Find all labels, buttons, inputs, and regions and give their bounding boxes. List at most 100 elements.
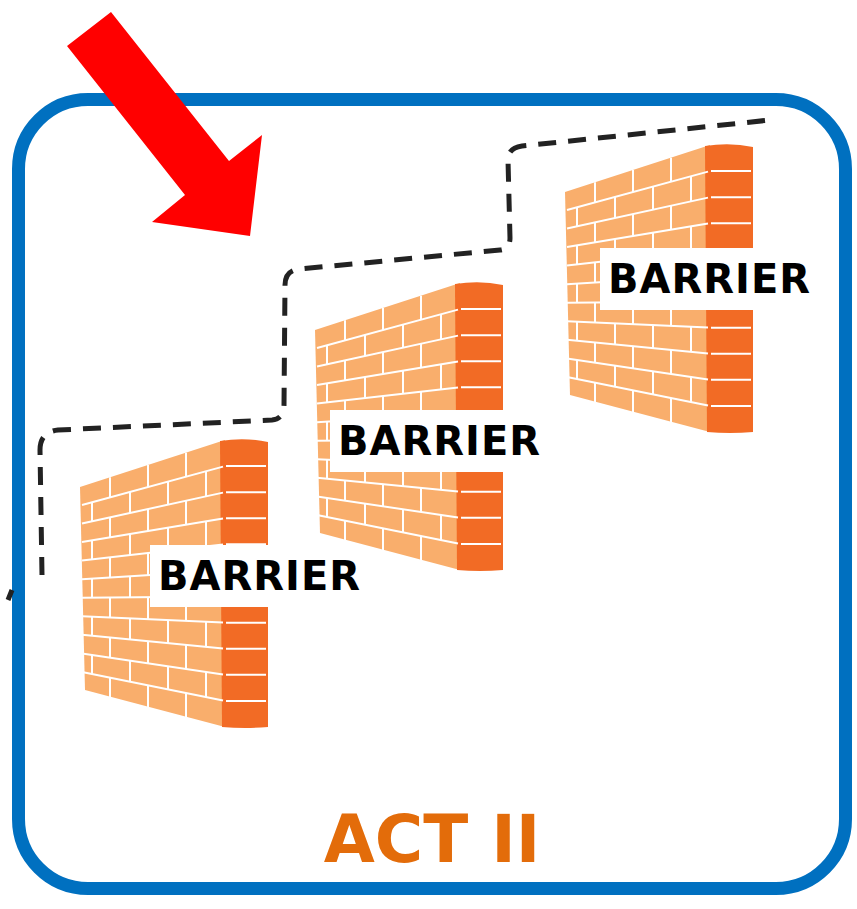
mortar-line <box>711 170 751 172</box>
mortar-joint <box>91 617 93 636</box>
mortar-joint <box>614 366 616 387</box>
mortar-line <box>567 198 708 229</box>
mortar-joint <box>614 197 616 218</box>
mortar-line <box>82 635 223 649</box>
mortar-line <box>226 648 266 650</box>
mortar-line <box>461 517 501 519</box>
mortar-joint <box>652 371 654 394</box>
mortar-joint <box>632 214 634 236</box>
mortar-joint <box>420 344 422 368</box>
mortar-line <box>567 340 708 354</box>
mortar-line <box>461 386 501 388</box>
mortar-line <box>226 700 266 702</box>
mortar-joint <box>576 360 578 379</box>
mortar-line <box>82 493 223 524</box>
mortar-line <box>226 674 266 676</box>
mortar-line <box>82 653 223 674</box>
mortar-line <box>461 491 501 493</box>
mortar-joint <box>364 335 366 356</box>
barrier-wall: BARRIER <box>565 145 857 435</box>
mortar-line <box>461 308 501 310</box>
act-title: ACT II <box>25 802 839 878</box>
mortar-joint <box>129 576 131 597</box>
mortar-line <box>567 358 708 379</box>
mortar-line <box>317 336 458 367</box>
mortar-line <box>711 327 751 329</box>
mortar-joint <box>440 364 442 389</box>
mortar-joint <box>109 517 111 537</box>
mortar-joint <box>594 182 596 202</box>
mortar-joint <box>420 488 422 512</box>
mortar-joint <box>326 383 328 402</box>
barrier-label: BARRIER <box>330 410 549 472</box>
mortar-joint <box>402 325 404 348</box>
mortar-joint <box>344 360 346 380</box>
mortar-joint <box>91 540 93 559</box>
mortar-joint <box>632 346 634 368</box>
mortar-joint <box>594 302 596 322</box>
mortar-joint <box>344 320 346 340</box>
mortar-joint <box>185 501 187 525</box>
mortar-joint <box>129 661 131 682</box>
mortar-line <box>567 321 708 327</box>
mortar-joint <box>576 207 578 226</box>
mortar-joint <box>129 492 131 513</box>
mortar-line <box>461 334 501 336</box>
mortar-line <box>226 517 266 519</box>
mortar-joint <box>382 352 384 374</box>
mortar-joint <box>576 322 578 341</box>
mortar-joint <box>109 557 111 577</box>
mortar-line <box>317 310 458 348</box>
mortar-joint <box>326 460 328 479</box>
mortar-joint <box>109 477 111 497</box>
mortar-joint <box>440 515 442 540</box>
mortar-joint <box>147 641 149 663</box>
mortar-joint <box>670 398 672 422</box>
mortar-line <box>567 224 708 247</box>
mortar-line <box>226 465 266 467</box>
mortar-joint <box>614 323 616 344</box>
mortar-joint <box>364 377 366 398</box>
mortar-joint <box>167 620 169 643</box>
mortar-joint <box>594 343 596 363</box>
mortar-line <box>711 196 751 198</box>
mortar-joint <box>167 666 169 689</box>
mortar-line <box>226 622 266 624</box>
red-arrow <box>67 12 262 236</box>
mortar-joint <box>652 325 654 348</box>
mortar-joint <box>205 521 207 546</box>
mortar-joint <box>670 350 672 374</box>
mortar-line <box>317 478 458 492</box>
mortar-joint <box>91 655 93 674</box>
mortar-line <box>461 543 501 545</box>
mortar-joint <box>109 678 111 698</box>
mortar-joint <box>594 222 596 242</box>
mortar-joint <box>147 509 149 531</box>
mortar-joint <box>670 158 672 182</box>
mortar-joint <box>402 371 404 394</box>
mortar-joint <box>147 597 149 619</box>
mortar-line <box>317 496 458 517</box>
mortar-joint <box>147 465 149 487</box>
mortar-joint <box>91 579 93 598</box>
mortar-line <box>711 222 751 224</box>
act-frame: ACT IIBARRIERBARRIERBARRIER <box>12 93 852 895</box>
mortar-joint <box>185 453 187 477</box>
mortar-line <box>317 388 458 404</box>
mortar-joint <box>440 314 442 339</box>
mortar-joint <box>576 245 578 264</box>
mortar-joint <box>344 521 346 541</box>
mortar-joint <box>205 672 207 697</box>
mortar-joint <box>185 693 187 717</box>
mortar-joint <box>129 618 131 639</box>
mortar-joint <box>652 187 654 210</box>
mortar-joint <box>129 534 131 555</box>
mortar-joint <box>109 597 111 617</box>
mortar-line <box>461 360 501 362</box>
mortar-line <box>567 377 708 406</box>
mortar-joint <box>382 528 384 550</box>
mortar-joint <box>326 498 328 517</box>
barrier-label: BARRIER <box>600 248 819 310</box>
mortar-line <box>317 515 458 544</box>
